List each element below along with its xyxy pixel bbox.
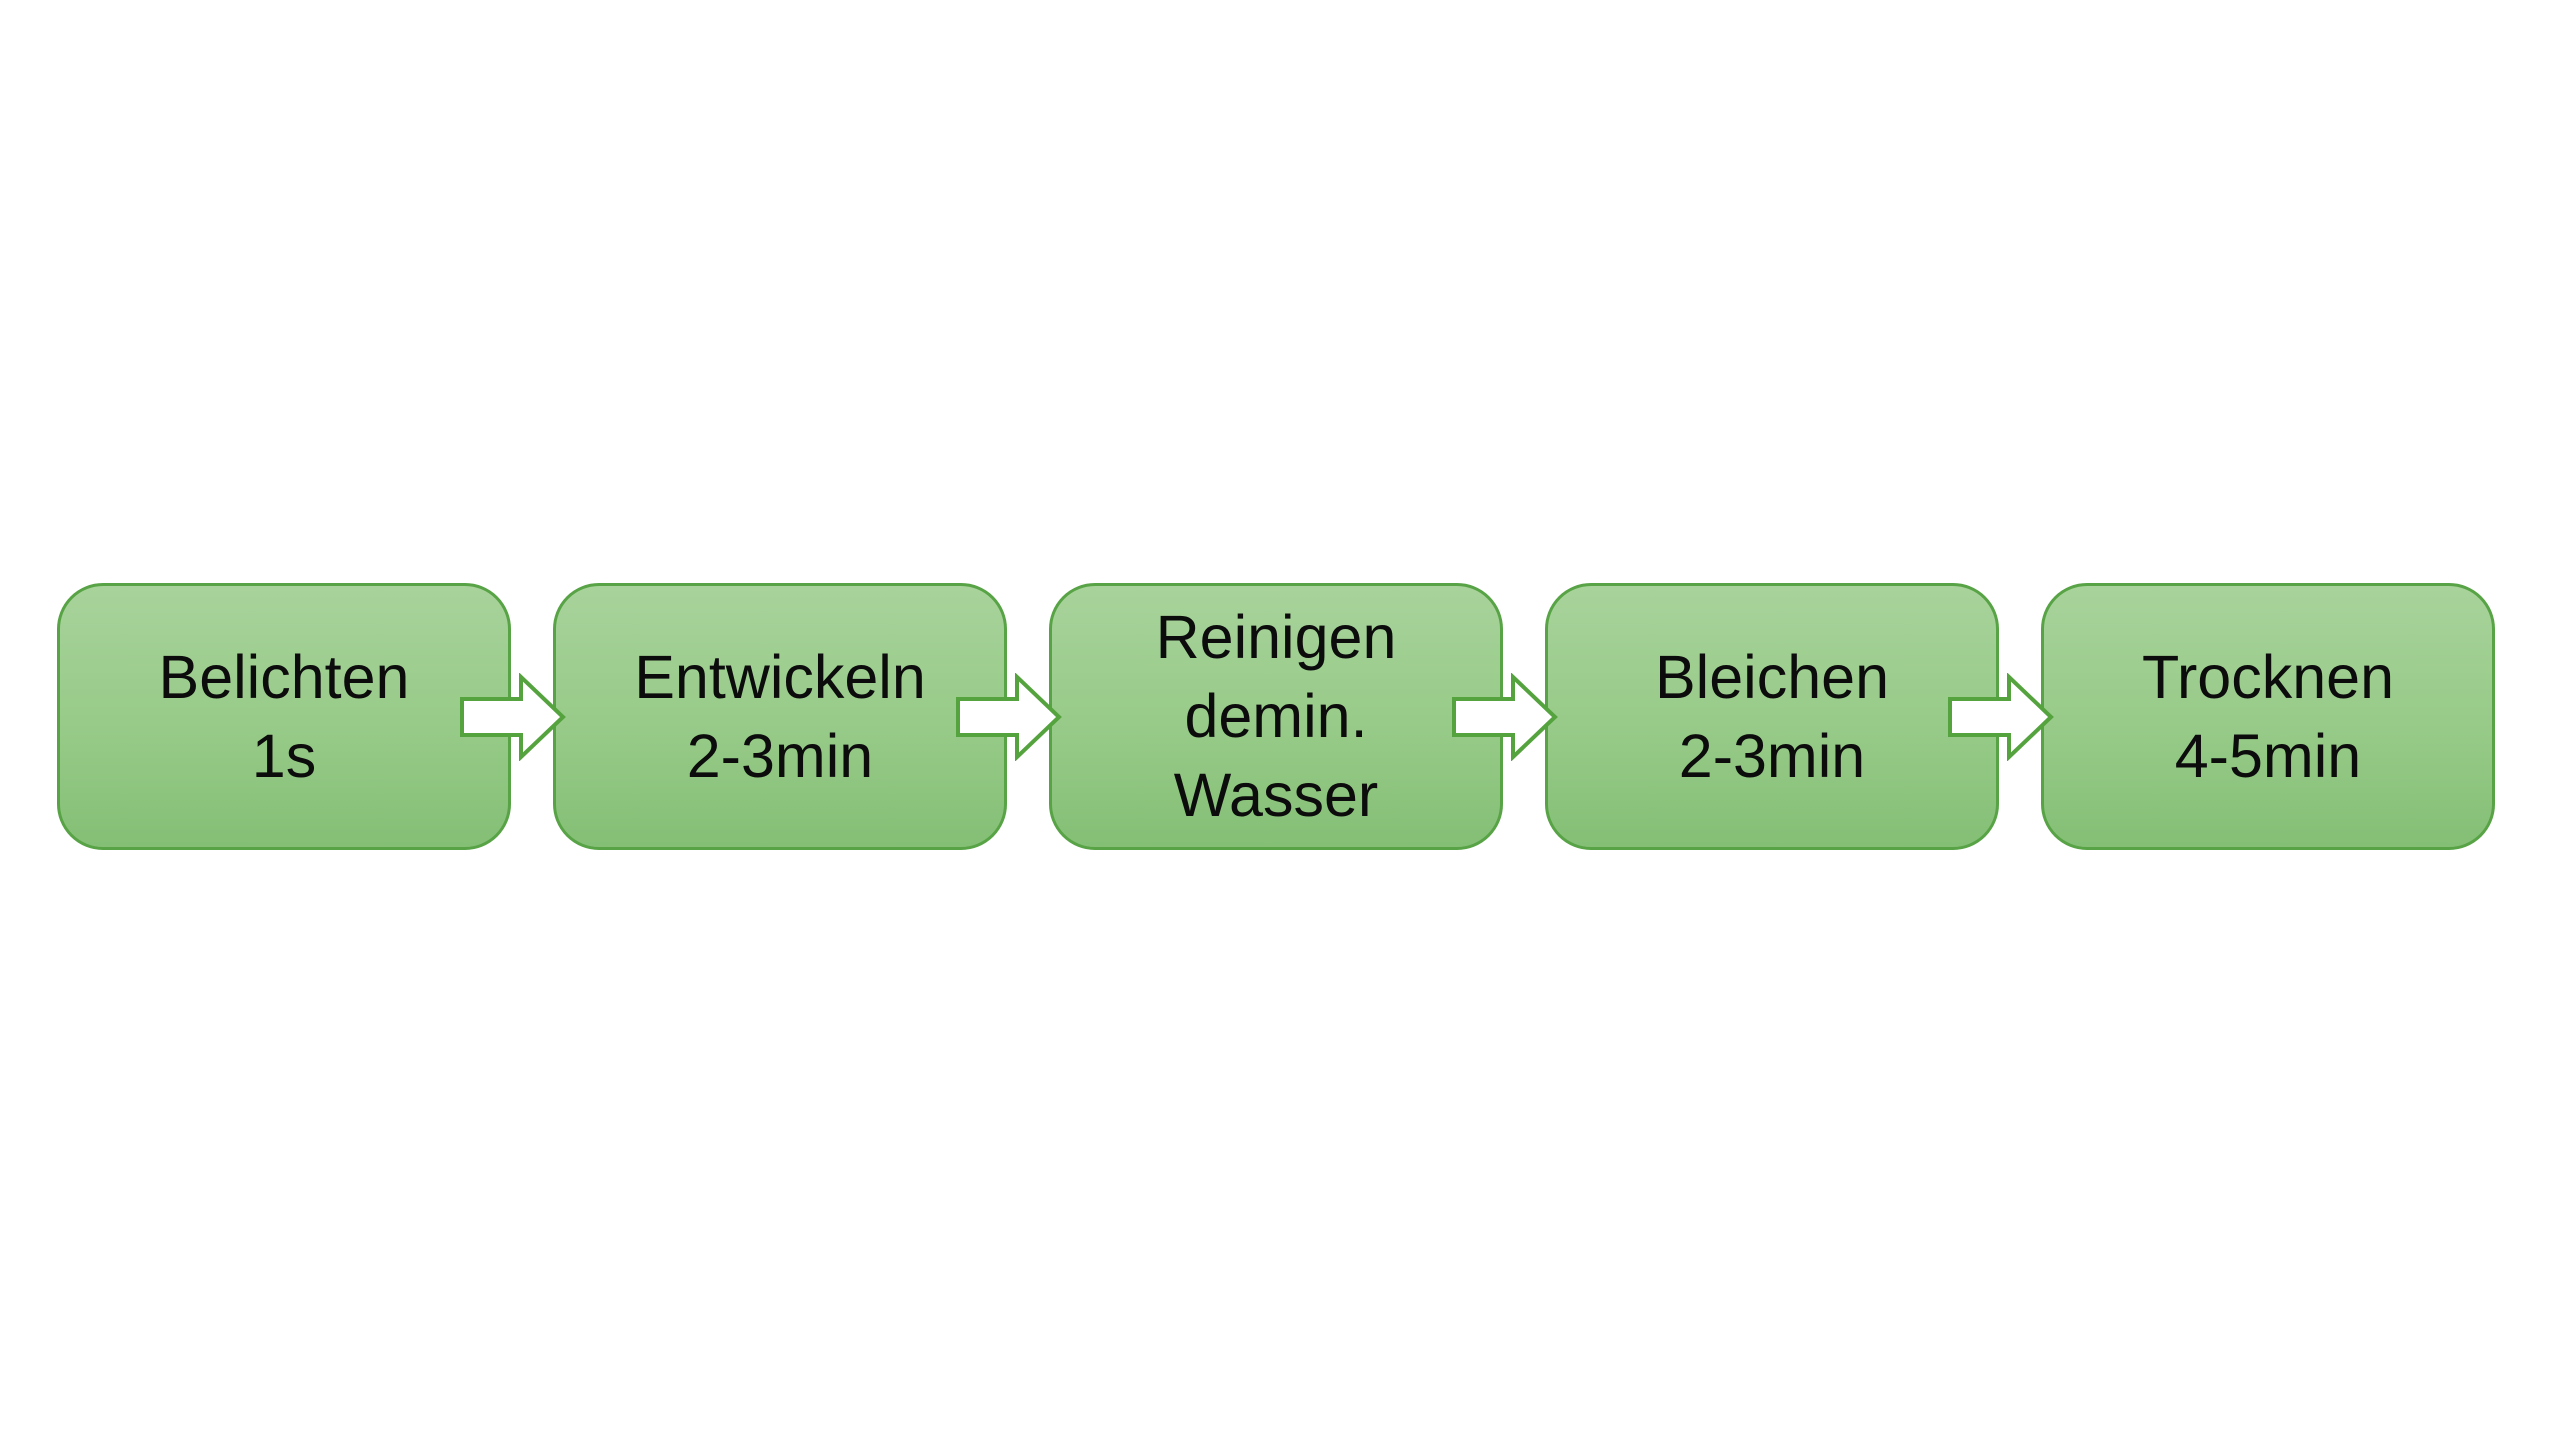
step-line: Reinigen	[1155, 603, 1397, 671]
step-line: Entwickeln	[634, 642, 926, 711]
step-text: Trocknen 4-5min	[2142, 638, 2394, 796]
step-box-reinigen: Reinigen demin. Wasser	[1049, 583, 1503, 850]
step-line: demin.	[1184, 682, 1368, 750]
step-box-trocknen: Trocknen 4-5min	[2041, 583, 2495, 850]
step-box-bleichen: Bleichen 2-3min	[1545, 583, 1999, 850]
process-flow: Belichten 1s Entwickeln 2-3min Reinigen …	[57, 583, 2537, 850]
step-box-entwickeln: Entwickeln 2-3min	[553, 583, 1007, 850]
step-line: Belichten	[158, 642, 410, 711]
step-text: Entwickeln 2-3min	[634, 638, 926, 796]
step-line: Trocknen	[2141, 642, 2394, 711]
step-box-belichten: Belichten 1s	[57, 583, 511, 850]
step-text: Reinigen demin. Wasser	[1156, 598, 1397, 835]
step-line: 1s	[251, 721, 317, 790]
arrow-right-icon	[956, 673, 1063, 761]
step-text: Bleichen 2-3min	[1655, 638, 1889, 796]
arrow-right-icon	[1452, 673, 1559, 761]
step-line: Wasser	[1173, 761, 1379, 829]
step-text: Belichten 1s	[159, 638, 410, 796]
step-line: 2-3min	[1678, 721, 1866, 790]
arrow-right-icon	[1948, 673, 2055, 761]
step-line: 4-5min	[2174, 721, 2362, 790]
arrow-right-icon	[460, 673, 567, 761]
step-line: Bleichen	[1655, 642, 1889, 711]
step-line: 2-3min	[686, 721, 874, 790]
